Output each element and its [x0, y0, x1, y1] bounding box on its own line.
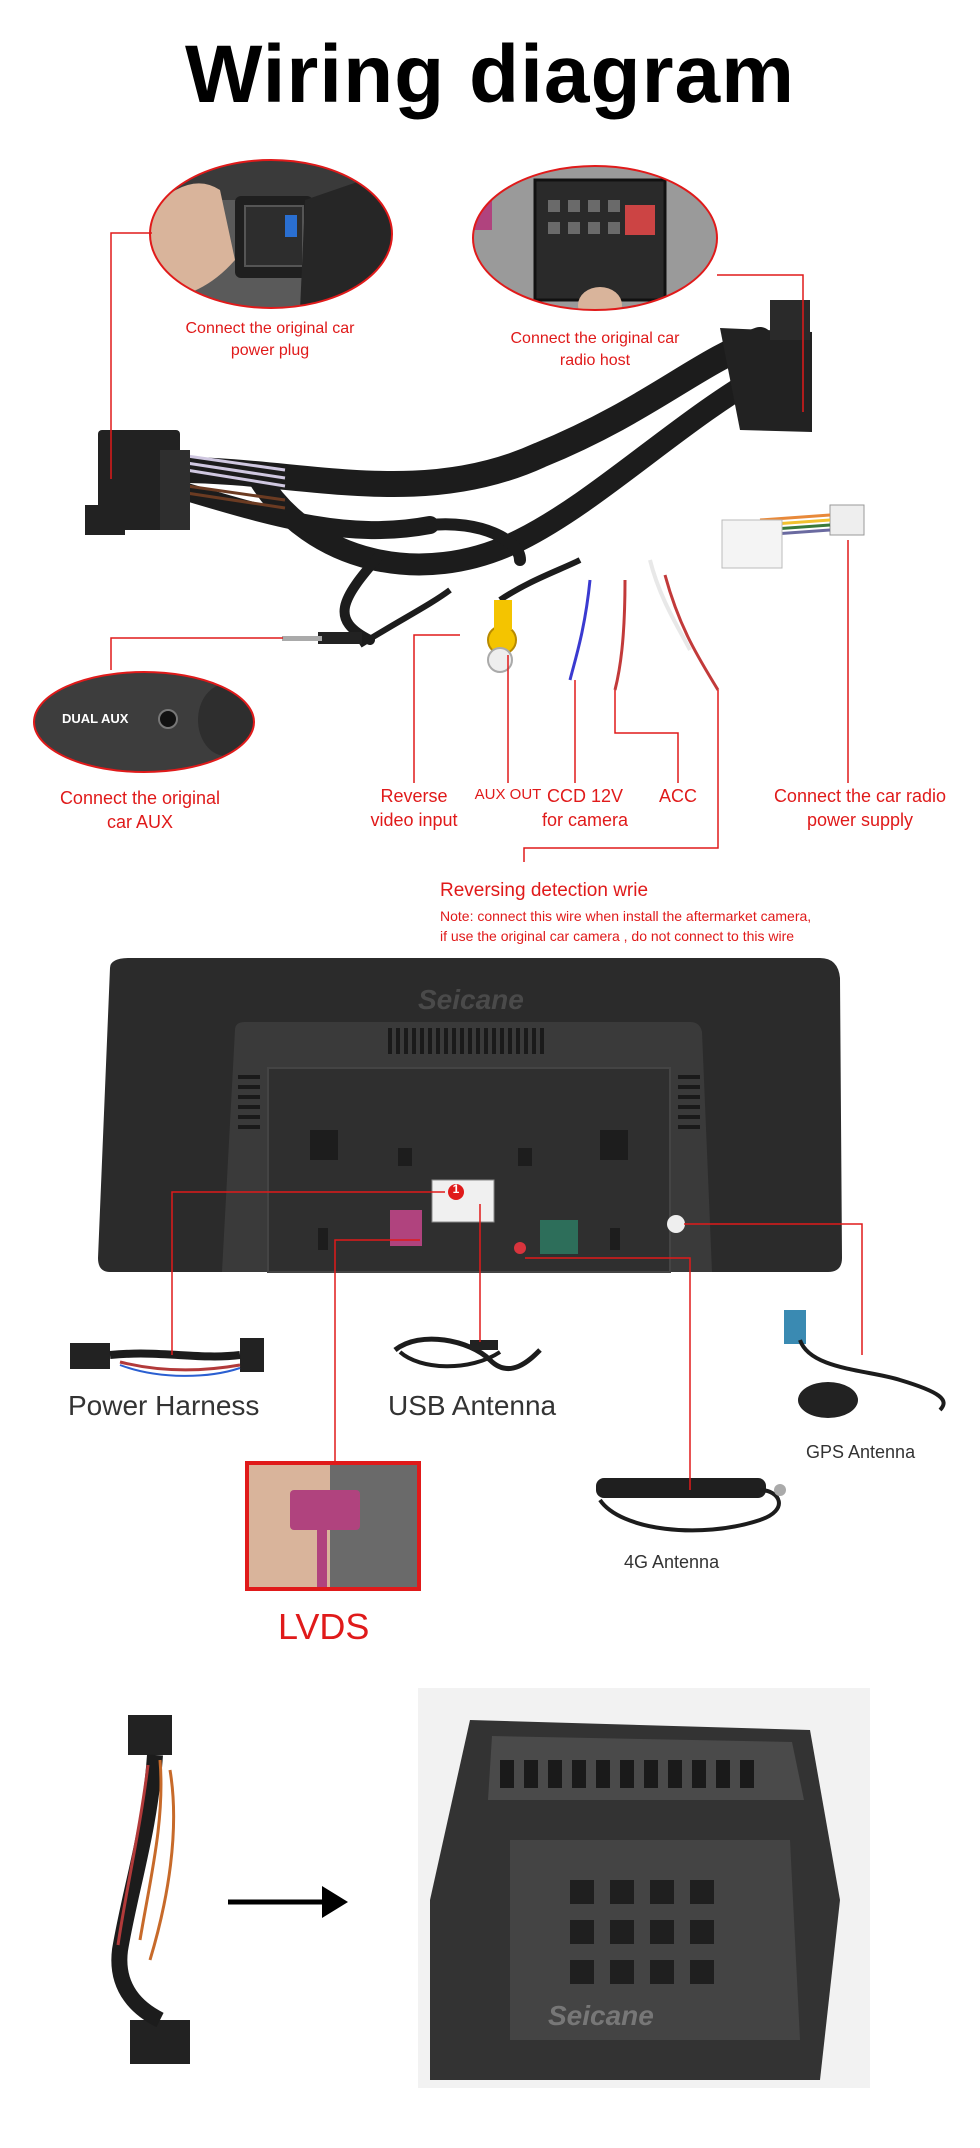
harness-adapter-photo — [111, 1715, 190, 2064]
label-power-harness: Power Harness — [68, 1390, 260, 1421]
head-unit-back — [98, 958, 842, 1273]
connector-closeup-photo — [418, 1688, 870, 2088]
label-acc: ACC — [658, 786, 697, 806]
leader-lines-mid — [171, 1191, 863, 1490]
reversing-note-line-2: if use the original car camera , do not … — [440, 928, 795, 944]
callout-number-badge: 1 — [452, 1182, 460, 1196]
label-car-aux: Connect the original car AUX — [59, 788, 221, 832]
power-plug-photo — [149, 159, 393, 309]
wire-bundle — [179, 453, 286, 488]
usb-antenna-photo — [393, 1336, 542, 1372]
label-ccd-camera: CCD 12V for camera — [541, 786, 629, 830]
right-harness-connector — [720, 300, 812, 432]
dual-aux-photo — [33, 671, 255, 773]
label-reverse-video: Reverse video input — [370, 786, 458, 830]
label-radio-host: Connect the original car radio host — [510, 330, 680, 369]
power-harness-photo — [70, 1338, 264, 1377]
aux-jack — [282, 587, 452, 648]
page-title: Wiring diagram — [184, 29, 796, 120]
brand-logo-device: Seicane — [418, 984, 524, 1015]
label-gps-antenna: GPS Antenna — [806, 1442, 916, 1462]
power-supply-connector — [721, 504, 865, 569]
label-power-plug: Connect the original car power plug — [185, 320, 355, 359]
label-usb-antenna: USB Antenna — [388, 1390, 557, 1421]
radio-host-photo — [472, 165, 718, 311]
label-aux-out: AUX OUT — [474, 786, 542, 803]
4g-antenna-photo — [596, 1478, 786, 1533]
leader-lines-top — [110, 232, 849, 862]
lvds-photo — [245, 1461, 421, 1591]
label-4g-antenna: 4G Antenna — [624, 1552, 720, 1572]
label-reversing-detection: Reversing detection wrie — [440, 880, 649, 901]
brand-logo-closeup: Seicane — [548, 2000, 654, 2031]
rca-connectors — [487, 557, 582, 673]
reversing-note-line-1: Note: connect this wire when install the… — [440, 908, 812, 924]
label-radio-power: Connect the car radio power supply — [773, 786, 947, 830]
gps-antenna-photo — [784, 1310, 946, 1418]
arrow-right-icon — [228, 1886, 348, 1918]
dual-aux-text: DUAL AUX — [62, 711, 129, 726]
main-harness — [167, 327, 781, 645]
left-harness-connector — [85, 430, 190, 535]
label-lvds: LVDS — [278, 1606, 370, 1647]
